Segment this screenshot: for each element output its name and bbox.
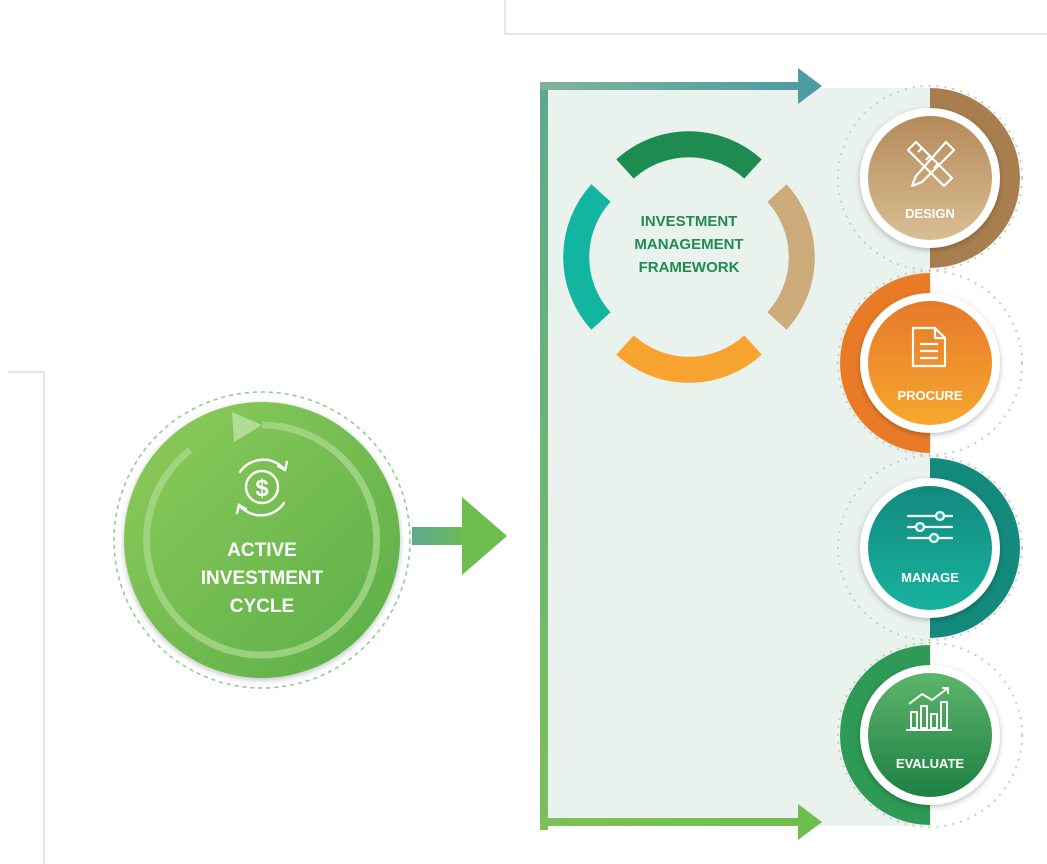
stage-label: PROCURE	[897, 388, 962, 403]
active-investment-cycle: $ ACTIVE INVESTMENT CYCLE	[113, 391, 411, 689]
stage-label: EVALUATE	[896, 756, 964, 771]
stage-manage: MANAGE	[837, 455, 1023, 641]
cycle-title-line-3: CYCLE	[230, 596, 294, 617]
stage-label: MANAGE	[901, 570, 959, 585]
pencil-ruler-icon	[906, 140, 956, 188]
framework-title-line-2: MANAGEMENT	[634, 236, 743, 253]
top-arrow	[798, 68, 822, 104]
cycle-title-line-2: INVESTMENT	[201, 568, 324, 589]
stage-design: DESIGN	[837, 85, 1023, 271]
framework-ring: INVESTMENT MANAGEMENT FRAMEWORK	[563, 131, 815, 383]
stage-procure: PROCURE	[837, 270, 1023, 456]
cycle-to-framework-arrow	[462, 497, 507, 575]
dollar-cycle-icon: $	[235, 458, 289, 517]
sliders-icon	[906, 510, 954, 544]
stage-label: DESIGN	[905, 206, 955, 221]
framework-title-line-3: FRAMEWORK	[639, 259, 740, 276]
document-icon	[911, 326, 947, 368]
bar-chart-icon	[906, 687, 952, 731]
bottom-arrow	[798, 804, 822, 840]
svg-text:$: $	[255, 475, 269, 502]
stage-evaluate: EVALUATE	[837, 642, 1023, 828]
cycle-title-line-1: ACTIVE	[227, 540, 297, 561]
bracket-line	[540, 82, 548, 830]
framework-title-line-1: INVESTMENT	[641, 213, 738, 230]
